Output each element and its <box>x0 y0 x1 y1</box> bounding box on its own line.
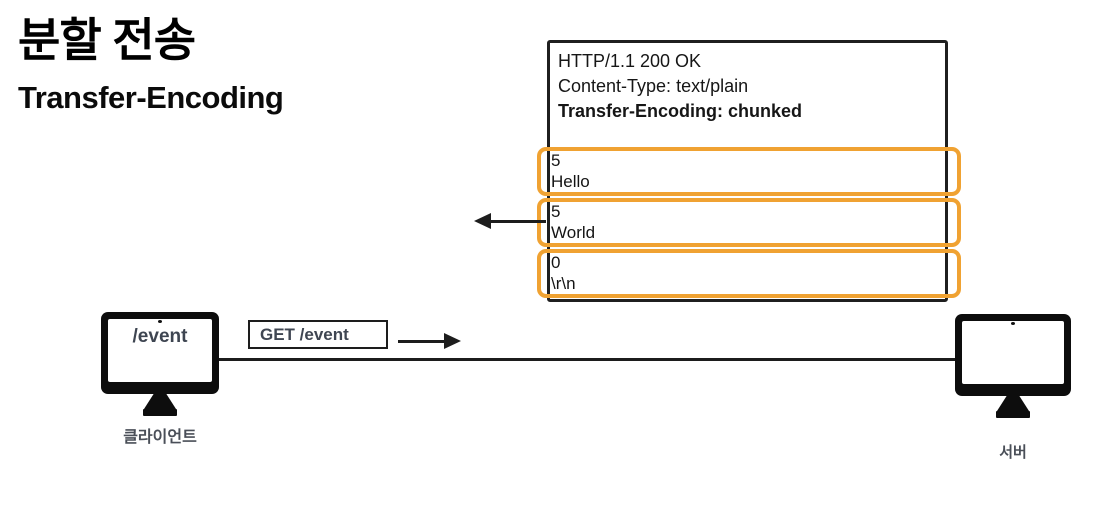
server-computer-icon <box>955 314 1071 418</box>
page-title: 분할 전송 <box>18 14 196 66</box>
request-arrow-right-icon <box>398 333 461 349</box>
response-arrow-left-icon <box>474 213 546 229</box>
chunk-3-payload: \r\n <box>551 274 576 293</box>
monitor-base <box>143 409 177 416</box>
header-content-type: Content-Type: text/plain <box>558 76 749 96</box>
monitor-stand <box>144 394 176 409</box>
chunk-1-payload: Hello <box>551 172 590 191</box>
chunk-1-content: 5 Hello <box>551 150 851 192</box>
http-response-headers: HTTP/1.1 200 OK Content-Type: text/plain… <box>558 49 802 124</box>
chunk-1-size: 5 <box>551 151 561 170</box>
chunk-highlight-1 <box>537 147 961 196</box>
camera-dot-icon <box>1011 322 1015 325</box>
arrow-shaft <box>487 220 546 223</box>
chunk-2-payload: World <box>551 223 596 242</box>
http-response-box <box>547 40 948 302</box>
request-label-box: GET /event <box>248 320 388 349</box>
chunk-3-size: 0 <box>551 253 561 272</box>
client-screen-label: /event <box>132 326 188 347</box>
arrowhead-right-icon <box>444 333 461 349</box>
client-computer-icon: /event <box>101 312 219 416</box>
server-caption: 서버 <box>999 444 1027 461</box>
arrowhead-left-icon <box>474 213 491 229</box>
chunk-highlight-3 <box>537 249 961 298</box>
monitor-screen <box>962 321 1064 384</box>
monitor-body <box>955 314 1071 396</box>
monitor-body: /event <box>101 312 219 394</box>
header-transfer-encoding: Transfer-Encoding: chunked <box>558 101 803 121</box>
page-subtitle: Transfer-Encoding <box>18 80 284 115</box>
camera-dot-icon <box>158 320 162 323</box>
chunk-3-content: 0 \r\n <box>551 252 851 294</box>
connection-line <box>218 358 956 361</box>
header-status-line: HTTP/1.1 200 OK <box>558 51 702 71</box>
monitor-base <box>996 411 1030 418</box>
client-caption: 클라이언트 <box>123 429 197 446</box>
chunk-2-size: 5 <box>551 202 561 221</box>
arrow-shaft <box>398 340 446 343</box>
monitor-stand <box>997 396 1029 411</box>
monitor-screen: /event <box>108 319 212 382</box>
chunk-2-content: 5 World <box>551 201 851 243</box>
